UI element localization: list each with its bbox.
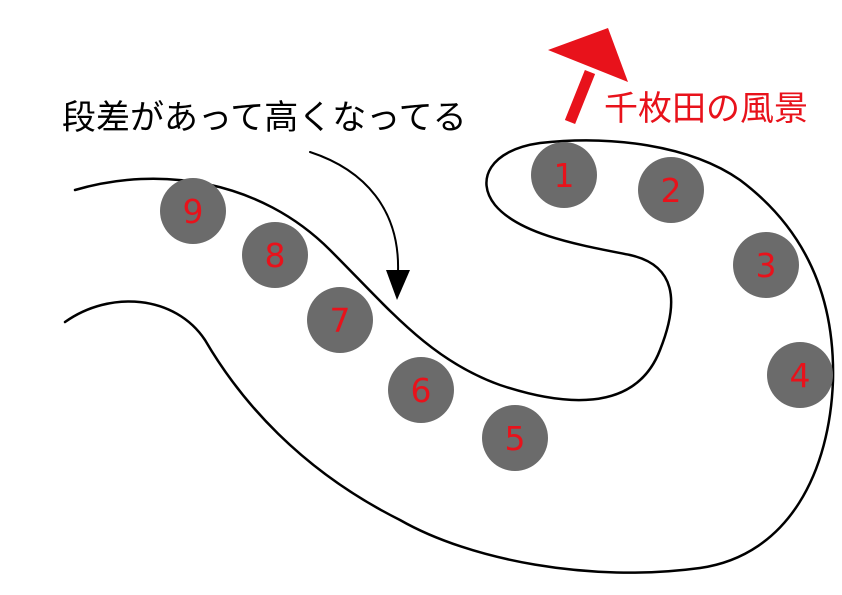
marker-number-2: 2 [661, 171, 682, 210]
marker-number-3: 3 [756, 246, 777, 285]
marker-number-4: 4 [790, 356, 811, 395]
marker-circle-1 [531, 142, 597, 208]
step-pointer-arrow-head [386, 270, 410, 300]
view-label: 千枚田の風景 [604, 89, 808, 129]
marker-circle-2 [638, 157, 704, 223]
marker-circle-9 [160, 178, 226, 244]
view-arrow-head [548, 28, 628, 82]
marker-number-1: 1 [554, 156, 575, 195]
marker-group: 1 2 3 4 5 6 7 8 9 [160, 142, 833, 471]
marker-number-7: 7 [330, 301, 351, 340]
step-note-label: 段差があって高くなってる [62, 98, 467, 138]
terrace-outline-upper [63, 139, 835, 574]
marker-circle-3 [733, 232, 799, 298]
marker-circle-8 [242, 222, 308, 288]
marker-number-6: 6 [411, 371, 432, 410]
view-arrow-shaft [564, 69, 596, 125]
marker-number-5: 5 [505, 419, 526, 458]
marker-circle-4 [767, 342, 833, 408]
marker-number-9: 9 [183, 192, 204, 231]
marker-circle-7 [307, 287, 373, 353]
marker-circle-6 [388, 357, 454, 423]
marker-circle-5 [482, 405, 548, 471]
marker-number-8: 8 [265, 236, 286, 275]
step-pointer-arrow-shaft [309, 151, 400, 273]
